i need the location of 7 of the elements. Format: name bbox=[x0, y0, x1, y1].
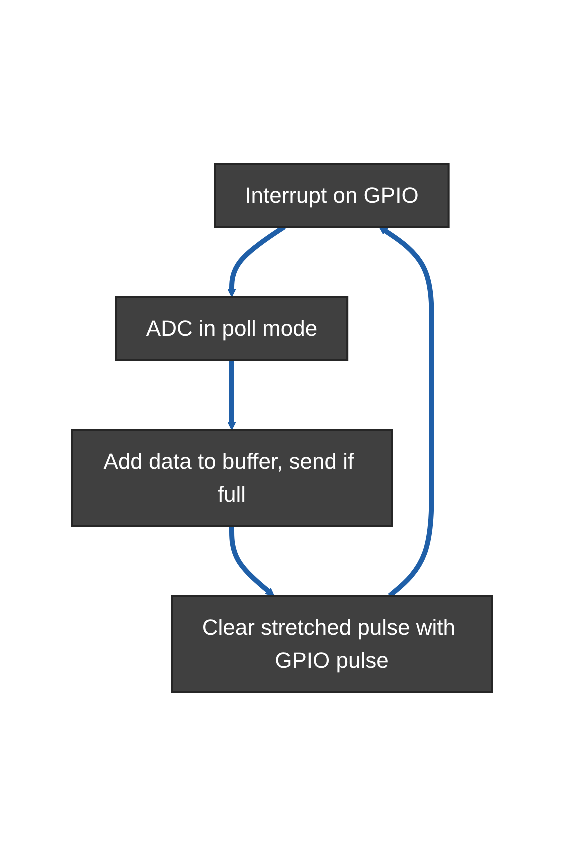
arrow bbox=[378, 226, 434, 598]
arrow bbox=[230, 526, 275, 596]
node-box: Clear stretched pulse with GPIO pulse bbox=[171, 595, 493, 693]
node-box: Add data to buffer, send if full bbox=[71, 429, 393, 527]
node-box: ADC in poll mode bbox=[115, 296, 349, 361]
arrow bbox=[228, 360, 236, 430]
node-box: Interrupt on GPIO bbox=[214, 163, 450, 228]
